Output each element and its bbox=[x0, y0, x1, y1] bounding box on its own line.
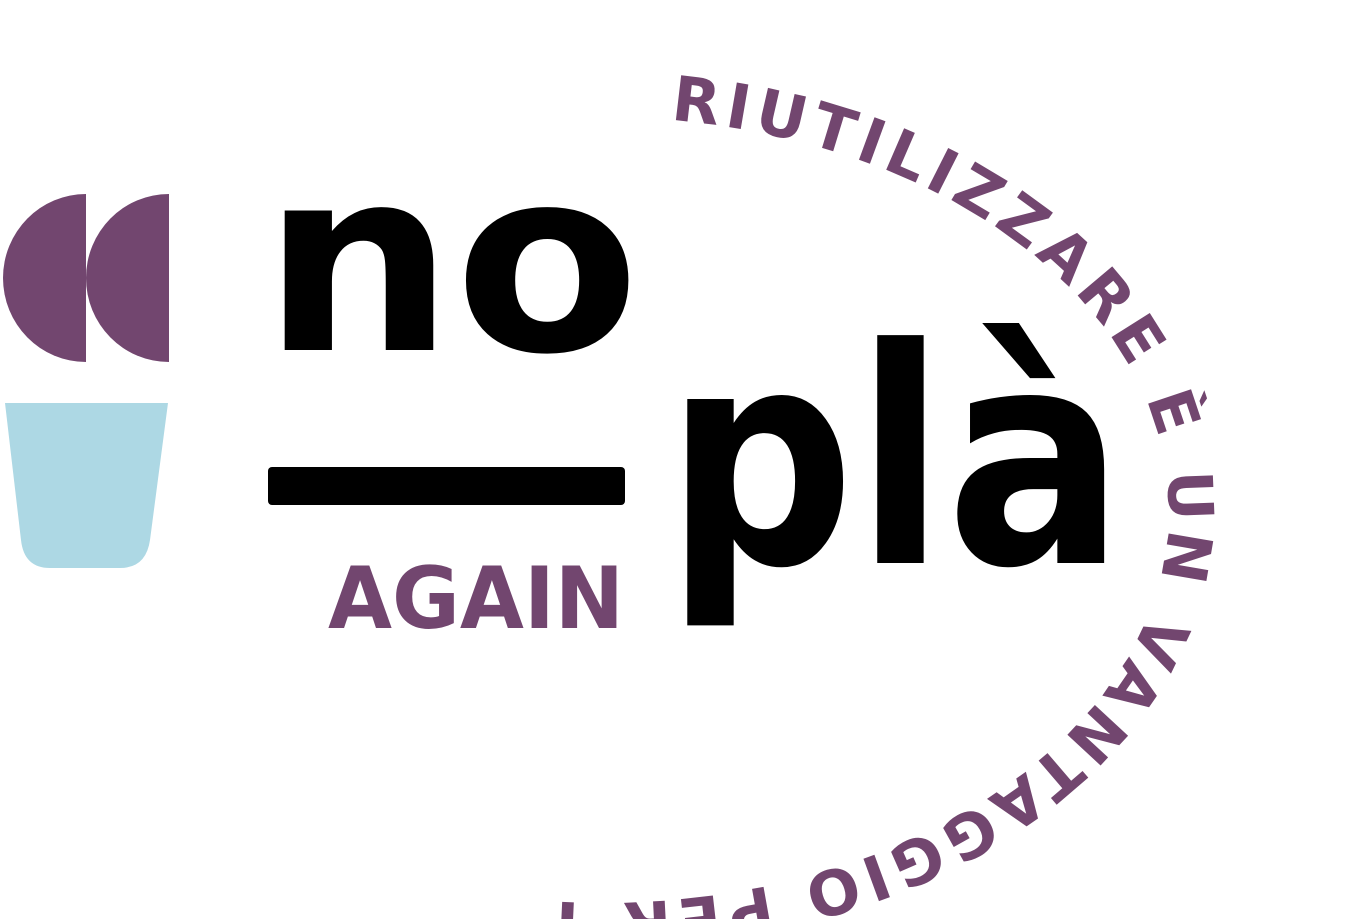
left-quote-half-circle bbox=[3, 194, 86, 362]
word-again: AGAIN bbox=[328, 549, 624, 649]
cup-with-quote-marks-icon bbox=[3, 194, 169, 568]
cup-icon bbox=[5, 403, 168, 568]
right-quote-half-circle bbox=[86, 194, 169, 362]
word-no: no bbox=[262, 114, 640, 411]
separator-bar bbox=[268, 467, 625, 505]
word-pla: plà bbox=[665, 285, 1125, 634]
